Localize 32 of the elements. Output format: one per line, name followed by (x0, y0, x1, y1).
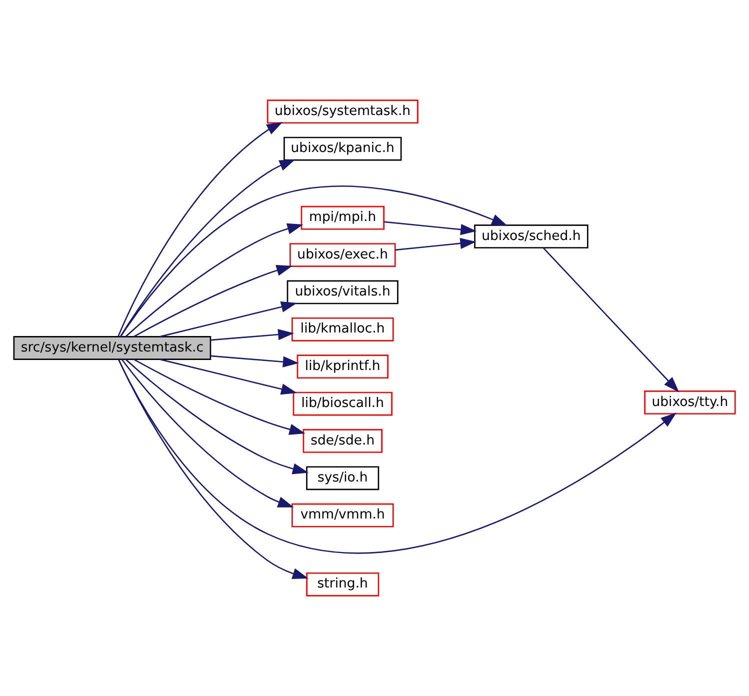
arrow (125, 358, 309, 474)
node-box: ubixos/kpanic.h (284, 136, 402, 161)
arrow (134, 358, 306, 435)
node-box: src/sys/kernel/systemtask.c (13, 336, 212, 360)
arrow (210, 355, 299, 368)
node-box: sde/sde.h (302, 429, 382, 453)
arrow (118, 122, 283, 337)
node-box: ubixos/tty.h (644, 390, 736, 414)
node-box: lib/kmalloc.h (292, 317, 394, 342)
arrow (542, 247, 680, 392)
node-box: ubixos/exec.h (290, 243, 396, 267)
arrow (384, 221, 477, 236)
arrow (210, 328, 294, 341)
node-box: lib/kprintf.h (296, 354, 388, 379)
node-box: vmm/vmm.h (292, 503, 394, 528)
arrow (118, 359, 308, 579)
arrow (121, 358, 294, 508)
node-box: ubixos/sched.h (474, 224, 588, 248)
node-box: lib/bioscall.h (292, 392, 392, 416)
arrow (120, 186, 508, 337)
arrow (125, 223, 304, 338)
node-box: string.h (306, 572, 380, 596)
node-box: ubixos/systemtask.h (266, 100, 418, 124)
arrow (395, 238, 476, 251)
arrow (120, 159, 296, 338)
arrow (160, 301, 298, 338)
node-box: mpi/mpi.h (300, 206, 384, 230)
node-box: ubixos/vitals.h (286, 280, 398, 304)
node-box: sys/io.h (306, 466, 380, 490)
arrow (118, 359, 677, 554)
arrow (134, 265, 292, 338)
arrow (160, 358, 298, 395)
